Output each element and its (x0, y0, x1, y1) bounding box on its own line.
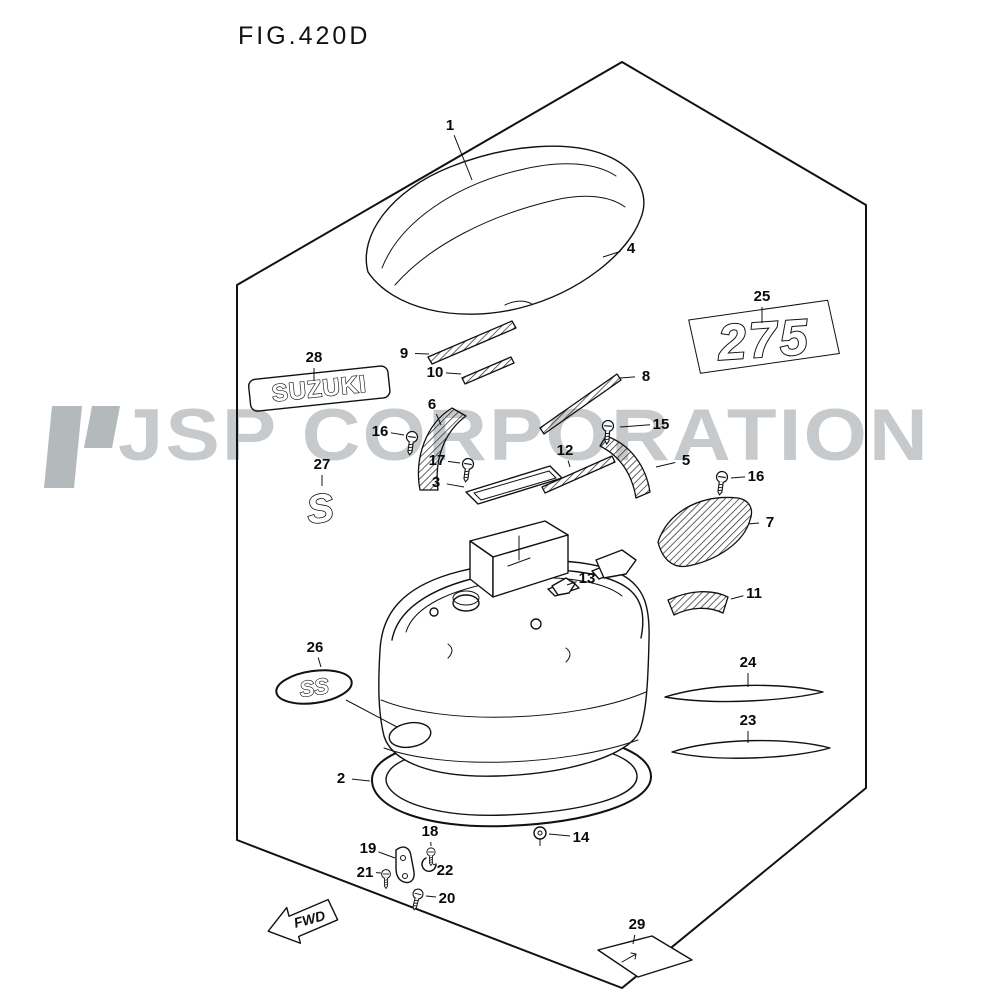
leader-line-14 (548, 833, 571, 837)
callout-16: 16 (372, 423, 389, 440)
callout-21: 21 (357, 864, 374, 881)
watermark-logo-block (44, 406, 82, 488)
s-emblem: S (304, 485, 337, 532)
leader-line-17 (447, 460, 461, 464)
leader-line-22 (432, 863, 436, 866)
callout-14: 14 (573, 829, 590, 846)
part-12-strip (541, 455, 616, 494)
watermark: JSP CORPORATION (44, 395, 930, 488)
part-24-blade (664, 684, 824, 703)
callout-6: 6 (428, 396, 436, 413)
part-22-clamp (421, 857, 437, 872)
callout-27: 27 (314, 456, 331, 473)
part-13-latch (551, 577, 576, 596)
fwd-arrow-text: FWD (292, 907, 327, 931)
diagram-border (236, 61, 867, 989)
callout-23: 23 (740, 712, 757, 729)
leader-line-5 (655, 462, 676, 468)
leader-line-16 (390, 432, 405, 436)
callout-22: 22 (437, 862, 454, 879)
part-8-strip (539, 373, 622, 435)
leader-line-9 (414, 352, 430, 355)
leader-line-1 (453, 135, 473, 181)
leader-line-26 (317, 657, 322, 668)
leader-line-7 (747, 522, 760, 525)
callout-17: 17 (429, 452, 446, 469)
callout-25: 25 (754, 288, 771, 305)
part-9-strip (427, 320, 517, 365)
callout-5: 5 (682, 452, 690, 469)
lower-cover (378, 560, 650, 777)
part-3-frame (465, 465, 563, 505)
ss-emblem-text: SS (298, 673, 331, 702)
watermark-logo-block (84, 406, 120, 448)
deck-details (391, 520, 644, 641)
leader-line-16 (730, 476, 746, 479)
ss-emblem: SS (275, 669, 398, 728)
part-14-grommet (533, 826, 547, 846)
callout-20: 20 (439, 890, 456, 907)
callout-18: 18 (422, 823, 439, 840)
callout-16: 16 (748, 468, 765, 485)
callout-12: 12 (557, 442, 574, 459)
leader-line-6 (435, 413, 442, 426)
leader-line-13 (566, 581, 577, 586)
leader-line-12 (567, 460, 571, 468)
part-11-strip (667, 591, 729, 616)
callout-29: 29 (629, 916, 646, 933)
watermark-text: JSP CORPORATION (118, 395, 930, 476)
leader-line-20 (425, 895, 437, 898)
leader-line-10 (445, 372, 462, 375)
model-decal-text: 275 (715, 309, 812, 371)
callout-11: 11 (746, 585, 762, 602)
fwd-arrow: FWD (267, 898, 339, 944)
callout-4: 4 (627, 240, 636, 257)
handle-recess (388, 721, 432, 749)
leader-line-15 (619, 424, 651, 428)
leader-line-3 (446, 483, 465, 488)
callout-15: 15 (653, 416, 670, 433)
part-19-bracket (395, 846, 415, 884)
leader-line-2 (351, 778, 371, 782)
callout-13: 13 (579, 570, 596, 587)
part-7-louver (657, 496, 753, 568)
callout-7: 7 (766, 514, 774, 531)
part-6-vent (417, 407, 467, 491)
part-18-bolt (426, 847, 436, 866)
part-23-blade (671, 739, 831, 759)
callout-28: 28 (306, 349, 323, 366)
callout-2: 2 (337, 770, 345, 787)
callout-8: 8 (642, 368, 650, 385)
leader-line-8 (619, 376, 636, 379)
leader-line-4 (602, 250, 621, 258)
part-5-vent (599, 435, 651, 499)
model-decal-275: 275 (688, 299, 840, 374)
callout-24: 24 (740, 654, 757, 671)
filler-cap (452, 594, 480, 612)
leader-line-11 (730, 595, 744, 600)
callout-9: 9 (400, 345, 408, 362)
callout-3: 3 (432, 474, 440, 491)
callout-26: 26 (307, 639, 324, 656)
top-cover (365, 145, 645, 315)
callout-1: 1 (446, 117, 454, 134)
part-10-strip (461, 356, 515, 385)
figure-title: FIG.420D (238, 22, 371, 50)
leader-line-29 (632, 934, 636, 945)
leader-line-19 (378, 851, 396, 859)
callout-19: 19 (360, 840, 377, 857)
suzuki-decal: SUZUKI (247, 365, 391, 412)
part-21-screw (381, 869, 391, 889)
callout-10: 10 (427, 364, 444, 381)
